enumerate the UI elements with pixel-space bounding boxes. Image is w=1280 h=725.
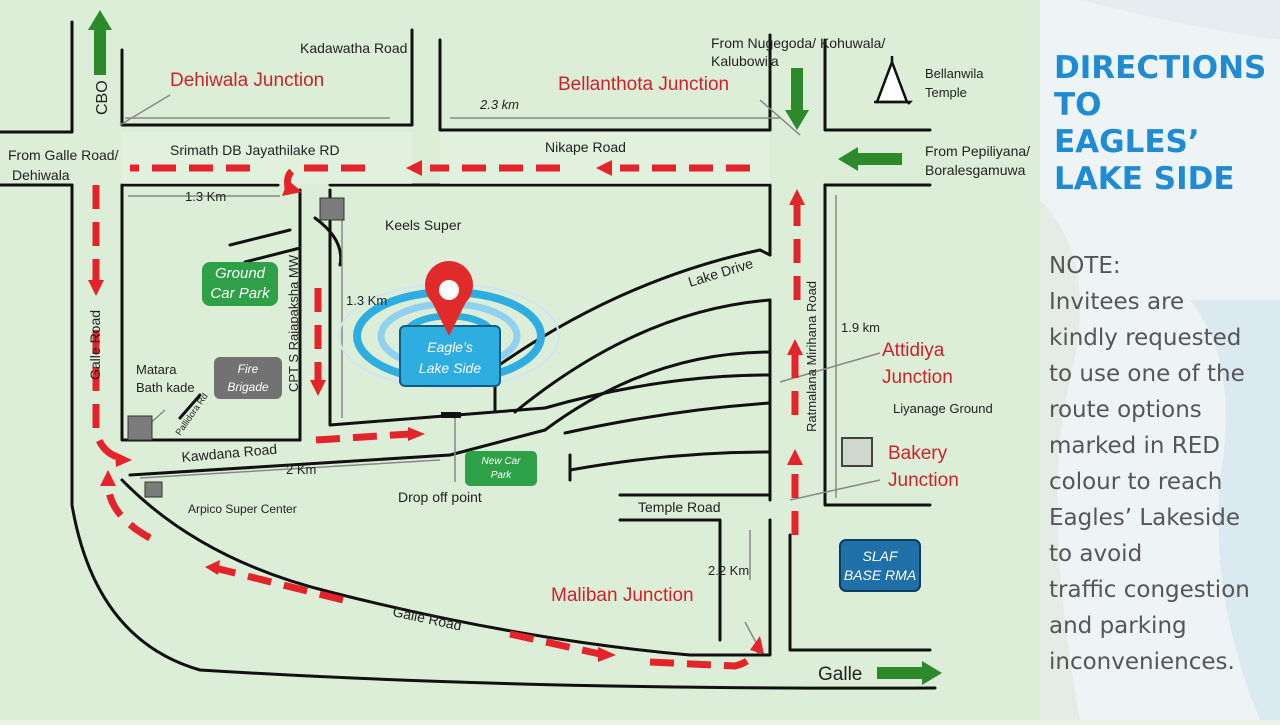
svg-text:1.3 Km: 1.3 Km bbox=[185, 189, 226, 204]
svg-text:Liyanage Ground: Liyanage Ground bbox=[893, 401, 993, 416]
svg-text:Kawdana Road: Kawdana Road bbox=[181, 441, 278, 465]
svg-text:Srimath DB Jayathilake RD: Srimath DB Jayathilake RD bbox=[170, 142, 340, 158]
svg-text:Bellanthota Junction: Bellanthota Junction bbox=[558, 74, 729, 95]
distance-labels: 2.3 km 1.3 Km 1.3 Km 1.9 km 2 Km 2.2 Km bbox=[185, 97, 880, 578]
svg-text:Keels Super: Keels Super bbox=[385, 217, 462, 233]
svg-text:Dehiwala: Dehiwala bbox=[12, 167, 70, 183]
svg-text:Drop off point: Drop off point bbox=[398, 489, 482, 505]
svg-text:From Galle Road/: From Galle Road/ bbox=[8, 147, 119, 163]
svg-text:Bakery: Bakery bbox=[888, 443, 948, 464]
matara-bath-kade-building bbox=[127, 415, 153, 441]
svg-text:Arpico Super Center: Arpico Super Center bbox=[188, 502, 297, 516]
svg-text:Temple: Temple bbox=[925, 85, 967, 100]
svg-text:Ratmalana Mirihana Road: Ratmalana Mirihana Road bbox=[804, 281, 819, 432]
temple-icon bbox=[874, 56, 914, 105]
svg-text:Eagle’s: Eagle’s bbox=[427, 339, 473, 355]
svg-text:Junction: Junction bbox=[882, 367, 953, 388]
svg-text:CBO: CBO bbox=[94, 80, 111, 115]
svg-text:Nikape Road: Nikape Road bbox=[545, 139, 626, 155]
svg-text:2 Km: 2 Km bbox=[286, 462, 316, 477]
svg-text:Temple Road: Temple Road bbox=[638, 499, 721, 515]
svg-text:Dehiwala Junction: Dehiwala Junction bbox=[170, 70, 324, 91]
svg-text:Lake Side: Lake Side bbox=[419, 360, 481, 376]
distance-lines bbox=[119, 94, 881, 651]
svg-text:Galle Road: Galle Road bbox=[391, 603, 463, 633]
svg-text:CPT S Rajapaksha MW: CPT S Rajapaksha MW bbox=[286, 254, 301, 392]
svg-text:Attidiya: Attidiya bbox=[882, 340, 945, 361]
svg-text:Car Park: Car Park bbox=[210, 285, 271, 302]
drop-off-marker bbox=[441, 412, 461, 418]
svg-text:Fire: Fire bbox=[238, 362, 259, 376]
svg-text:From Pepiliyana/: From Pepiliyana/ bbox=[925, 143, 1030, 159]
svg-text:Pallidora Rd: Pallidora Rd bbox=[173, 391, 209, 437]
arpico-building bbox=[144, 481, 163, 498]
svg-text:Bellanwila: Bellanwila bbox=[925, 66, 984, 81]
svg-text:1.9 km: 1.9 km bbox=[841, 320, 880, 335]
new-car-park: New Car Park bbox=[465, 451, 537, 486]
keels-super-building bbox=[319, 197, 345, 221]
svg-text:Ground: Ground bbox=[215, 265, 266, 282]
fire-brigade: Fire Brigade bbox=[214, 357, 282, 399]
route-map: Ground Car Park Fire Brigade New Car Par… bbox=[0, 0, 1040, 720]
svg-text:Galle Road: Galle Road bbox=[87, 310, 103, 380]
panel-title: DIRECTIONS TO EAGLES’ LAKE SIDE bbox=[1054, 50, 1267, 197]
arrow-right-galle-icon bbox=[877, 661, 942, 685]
svg-text:Kalubowila: Kalubowila bbox=[711, 53, 779, 69]
info-panel: DIRECTIONS TO EAGLES’ LAKE SIDE NOTE: In… bbox=[1040, 0, 1280, 720]
ground-car-park: Ground Car Park bbox=[202, 262, 278, 306]
svg-text:SLAF: SLAF bbox=[862, 548, 898, 564]
arrow-down-nugegoda-icon bbox=[785, 68, 809, 130]
svg-text:Matara: Matara bbox=[136, 362, 177, 377]
svg-text:Kadawatha Road: Kadawatha Road bbox=[300, 40, 407, 56]
junction-labels: Dehiwala Junction Bellanthota Junction A… bbox=[170, 70, 959, 606]
slaf-base-rma: SLAF BASE RMA bbox=[839, 539, 921, 592]
direction-labels: CBO From Galle Road/ Dehiwala From Nugeg… bbox=[8, 35, 1030, 685]
svg-text:From Nugegoda/ Kohuwala/: From Nugegoda/ Kohuwala/ bbox=[711, 35, 885, 51]
green-arrows bbox=[88, 10, 942, 685]
road-network bbox=[0, 20, 937, 690]
arrow-left-pepiliyana-icon bbox=[838, 147, 902, 171]
svg-text:BASE RMA: BASE RMA bbox=[844, 567, 916, 583]
liyanage-building bbox=[841, 437, 873, 467]
svg-text:New Car: New Car bbox=[482, 456, 522, 467]
panel-note: NOTE: Invitees are kindly requested to u… bbox=[1049, 253, 1250, 675]
svg-text:2.3 km: 2.3 km bbox=[479, 97, 519, 112]
svg-text:Brigade: Brigade bbox=[227, 380, 269, 394]
venue-eagles-lake-side: Eagle’s Lake Side bbox=[399, 325, 501, 387]
svg-text:1.3 Km: 1.3 Km bbox=[346, 293, 387, 308]
svg-text:Bath kade: Bath kade bbox=[136, 380, 195, 395]
svg-text:Maliban Junction: Maliban Junction bbox=[551, 585, 694, 606]
location-pin-icon bbox=[425, 261, 473, 336]
svg-text:Galle: Galle bbox=[818, 664, 862, 685]
svg-text:2.2 Km: 2.2 Km bbox=[708, 563, 749, 578]
svg-text:Junction: Junction bbox=[888, 470, 959, 491]
arrow-up-cbo-icon bbox=[88, 10, 112, 75]
panel-background bbox=[1040, 0, 1280, 720]
landmark-labels: Bellanwila Temple Keels Super Matara Bat… bbox=[136, 66, 993, 516]
svg-text:Boralesgamuwa: Boralesgamuwa bbox=[925, 162, 1026, 178]
svg-text:Park: Park bbox=[491, 470, 513, 481]
